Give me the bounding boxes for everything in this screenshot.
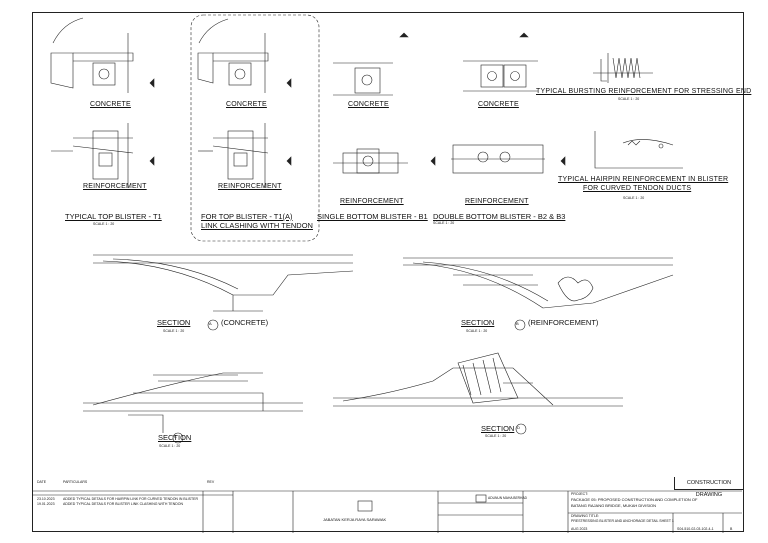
tb-client: JABATAN KERJA RAYA SARAWAK [323, 517, 387, 522]
section-marker-c [172, 432, 184, 444]
tb-project-label: PROJECT: [571, 492, 588, 496]
tb-date-header: DATE [37, 480, 47, 484]
section-label-4: SECTION [481, 424, 515, 433]
section-mark-d: D [517, 425, 520, 430]
blister-concrete-3 [333, 62, 393, 96]
section-mark-c: C [174, 434, 177, 439]
blister-concrete-4 [463, 60, 538, 92]
label-reinf-1: REINFORCEMENT [83, 183, 147, 190]
section-concrete-drawing [93, 254, 354, 312]
section-reinforcement-drawing [403, 257, 674, 309]
section-3-drawing [83, 372, 303, 433]
label-hairpin-1: TYPICAL HAIRPIN REINFORCEMENT IN BLISTER [558, 176, 729, 183]
scale-bottom-blisters: SCALE 1 : 20 [433, 221, 455, 225]
label-reinf-4: REINFORCEMENT [465, 198, 529, 205]
cut-symbols [149, 32, 566, 166]
title-top-blister-t1a-2: LINK CLASHING WITH TENDON [201, 221, 313, 230]
section-4-drawing [333, 352, 623, 407]
tb-date: AUG 2023 [571, 527, 588, 531]
reinf-1 [51, 123, 134, 188]
label-concrete-3: CONCRETE [348, 101, 389, 108]
bursting-spiral [593, 53, 653, 83]
drawing-sheet: CONCRETE CONCRETE CONCRETE CONCRETE TYPI… [32, 12, 751, 533]
label-hairpin-2: FOR CURVED TENDON DUCTS [583, 185, 692, 192]
tb-rev-text-2: ADDED TYPICAL DETAILS FOR BLISTER LINK C… [63, 502, 184, 506]
section-marker-a [207, 319, 219, 331]
tb-sheet-rev: B [730, 527, 733, 531]
tb-drawing-title-label: DRAWING TITLE: [571, 514, 600, 518]
hairpin-detail [594, 131, 683, 169]
tb-rev-header: REV [207, 480, 215, 484]
tb-drawing-title: PRESTRESSING BLISTER AND ANCHORAGE DETAI… [571, 519, 674, 523]
label-concrete-1: CONCRETE [90, 101, 131, 108]
scale-top-blister: SCALE 1 : 20 [93, 222, 115, 226]
scale-bursting: SCALE 1 : 20 [618, 97, 640, 101]
section-label-concrete: SECTION [157, 318, 191, 327]
label-bursting: TYPICAL BURSTING REINFORCEMENT FOR STRES… [536, 88, 752, 95]
drawing-linework [33, 14, 742, 533]
scale-section-3: SCALE 1 : 20 [159, 444, 181, 448]
construction-drawing-stamp: CONSTRUCTION DRAWING [674, 477, 743, 498]
section-marker-b [514, 319, 526, 331]
title-block-lines [33, 490, 742, 533]
reinf-4 [451, 144, 545, 174]
blister-concrete-1 [50, 17, 134, 93]
tb-consultant: ADUNUN MAHA BERHAD [488, 496, 528, 500]
section-marker-d [515, 423, 527, 435]
label-reinf-2: REINFORCEMENT [218, 183, 282, 190]
reinf-3 [333, 148, 408, 174]
section-suffix-concrete: (CONCRETE) [221, 318, 269, 327]
tb-particulars-header: PARTICULARS [63, 480, 88, 484]
label-concrete-2: CONCRETE [226, 101, 267, 108]
title-double-bottom: DOUBLE BOTTOM BLISTER - B2 & B3 [433, 212, 566, 221]
tb-rev-text-1: ADDED TYPICAL DETAILS FOR HAIRPIN LINK F… [63, 497, 198, 501]
tb-rev-date-1: 23.10.2023 [37, 497, 55, 501]
title-top-blister: TYPICAL TOP BLISTER - T1 [65, 212, 162, 221]
section-label-reinf: SECTION [461, 318, 495, 327]
blister-concrete-2 [197, 18, 269, 93]
scale-section-concrete: SCALE 1 : 20 [163, 329, 185, 333]
scale-section-4: SCALE 1 : 20 [485, 434, 507, 438]
tb-project-line2: BATANG RAJANG BRIDGE, MUKAH DIVISION [571, 503, 656, 508]
scale-hairpin: SCALE 1 : 20 [623, 196, 645, 200]
client-logo [357, 500, 373, 512]
section-mark-a: A [209, 321, 212, 326]
label-reinf-3: REINFORCEMENT [340, 198, 404, 205]
scale-section-reinf: SCALE 1 : 20 [466, 329, 488, 333]
reinf-2 [198, 123, 269, 188]
tb-drawing-no: S04-510-02-03-102-4-1 [677, 527, 714, 531]
tb-project-line1: PACKAGE 05: PROPOSED CONSTRUCTION AND CO… [571, 497, 698, 502]
label-concrete-4: CONCRETE [478, 101, 519, 108]
title-top-blister-t1a-1: FOR TOP BLISTER - T1(A) [201, 212, 293, 221]
section-suffix-reinf: (REINFORCEMENT) [528, 318, 599, 327]
title-single-bottom: SINGLE BOTTOM BLISTER - B1 [317, 212, 428, 221]
section-mark-b: B [516, 321, 519, 326]
section-label-3: SECTION [158, 433, 192, 442]
tb-rev-date-2: 19.01.2023 [37, 502, 55, 506]
consultant-logo [475, 494, 487, 503]
revision-cloud [190, 14, 320, 242]
